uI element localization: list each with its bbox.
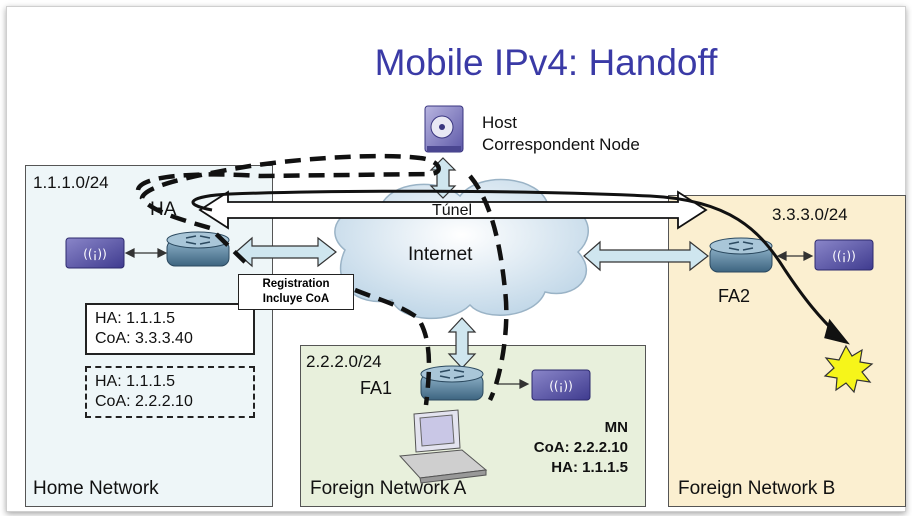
mobile-node-info: MN CoA: 2.2.2.10 HA: 1.1.1.5 bbox=[470, 418, 628, 478]
binding-current-coa: CoA: 3.3.3.40 bbox=[95, 330, 193, 347]
starburst-icon bbox=[823, 344, 874, 394]
access-point-fa2-icon: ((¡)) bbox=[814, 239, 874, 271]
arrow-ha-internet bbox=[235, 236, 337, 268]
arrow-internet-fa1 bbox=[447, 317, 477, 369]
host-label-line2: Correspondent Node bbox=[482, 135, 640, 154]
registration-dashed-path bbox=[135, 153, 509, 406]
router-fa1-icon bbox=[420, 365, 484, 401]
connector-ap-fa2 bbox=[776, 251, 814, 261]
binding-current-box: HA: 1.1.1.5 CoA: 3.3.3.40 bbox=[85, 303, 255, 355]
mn-coa: CoA: 2.2.2.10 bbox=[533, 439, 628, 456]
home-network-label: Home Network bbox=[33, 478, 159, 499]
mn-name: MN bbox=[604, 419, 628, 436]
home-subnet: 1.1.1.0/24 bbox=[33, 173, 109, 192]
fa1-router-label: FA1 bbox=[360, 378, 393, 398]
svg-text:((¡)): ((¡)) bbox=[83, 247, 107, 261]
access-point-fa1-icon: ((¡)) bbox=[531, 369, 591, 401]
fa2-router-label: FA2 bbox=[718, 286, 751, 306]
svg-text:((¡)): ((¡)) bbox=[832, 249, 856, 263]
binding-current-ha: HA: 1.1.1.5 bbox=[95, 310, 176, 327]
arrow-internet-fa2 bbox=[583, 240, 709, 272]
laptop-mobile-node-icon bbox=[398, 409, 488, 484]
router-fa2-icon bbox=[709, 237, 773, 273]
connector-ap-home bbox=[124, 248, 168, 258]
host-label: Host Correspondent Node bbox=[482, 112, 640, 156]
tunnel-arrow bbox=[198, 190, 708, 230]
access-point-home-icon: ((¡)) bbox=[65, 237, 125, 269]
host-label-line1: Host bbox=[482, 113, 517, 132]
foreign-network-b-label: Foreign Network B bbox=[678, 478, 836, 499]
ha-router-label: HA bbox=[150, 199, 177, 220]
internet-label: Internet bbox=[408, 244, 473, 265]
connector-ap-fa1 bbox=[498, 379, 530, 389]
registration-line2: Incluye CoA bbox=[262, 293, 330, 305]
tunnel-label: Túnel bbox=[432, 202, 473, 219]
page-title: Mobile IPv4: Handoff bbox=[374, 42, 718, 83]
handoff-solid-path bbox=[191, 189, 850, 345]
host-server-icon bbox=[424, 105, 464, 153]
router-ha-icon bbox=[166, 231, 230, 267]
binding-old-coa: CoA: 2.2.2.10 bbox=[95, 393, 193, 410]
binding-old-ha: HA: 1.1.1.5 bbox=[95, 373, 176, 390]
foreign-network-a-label: Foreign Network A bbox=[310, 478, 467, 499]
binding-old-box: HA: 1.1.1.5 CoA: 2.2.2.10 bbox=[85, 366, 255, 418]
mn-ha: HA: 1.1.1.5 bbox=[551, 459, 628, 476]
foreign-b-subnet: 3.3.3.0/24 bbox=[772, 205, 848, 224]
foreign-a-subnet: 2.2.2.0/24 bbox=[306, 352, 382, 371]
svg-text:((¡)): ((¡)) bbox=[549, 379, 573, 393]
registration-line1: Registration bbox=[262, 278, 330, 290]
registration-label-box: Registration Incluye CoA bbox=[238, 274, 354, 310]
